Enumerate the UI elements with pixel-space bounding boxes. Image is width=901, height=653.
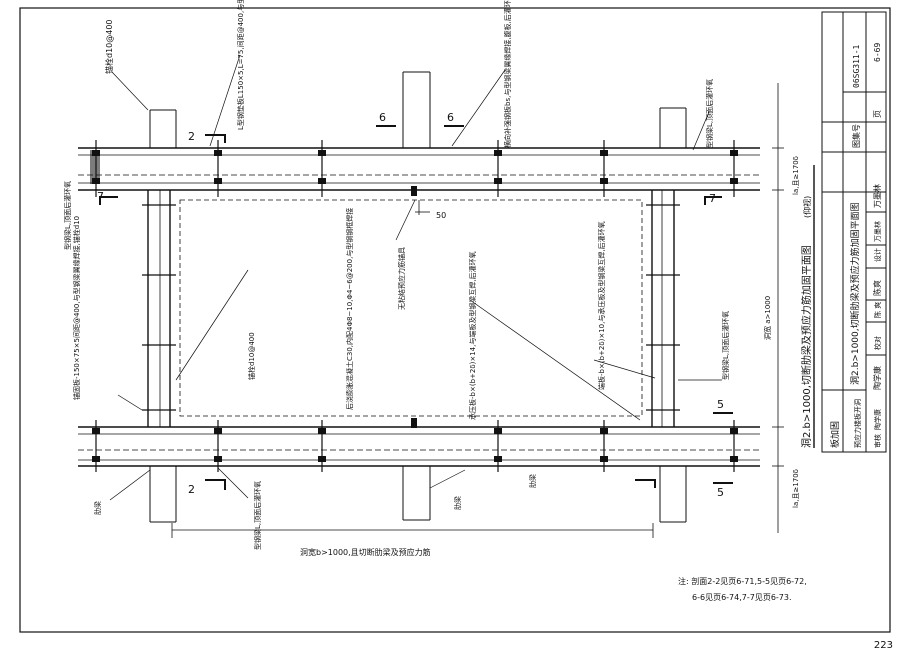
tb-drawing-title: 洞2.b>1000,切断肋梁及预应力筋加固平面图 xyxy=(849,202,861,385)
tb-page-no: 6-69 xyxy=(873,43,882,62)
label-beam-left-top: 型钢梁L,顶面后灌环氧 xyxy=(63,181,72,250)
section-7-left: 7 xyxy=(97,190,104,203)
note-line-1: 注: 剖面2-2见页6-71,5-5见页6-72, xyxy=(678,576,807,586)
section-6-right: 6 xyxy=(447,111,454,124)
tb-review-label: 审核 xyxy=(873,434,882,448)
label-rib-mid: 肋梁 xyxy=(528,474,537,488)
label-beam-right-top: 型钢梁L,顶面后灌环氧 xyxy=(705,79,714,148)
label-end-plate: 端板-b×(b+2δ)×10,与承压板及型钢梁互焊,后灌环氧 xyxy=(597,221,606,390)
dim-50: 50 xyxy=(436,211,446,220)
label-stiffener: 横向补强钢板bs,与型钢梁翼缘焊接,腹板,后灌环氧 xyxy=(503,0,512,148)
label-anchor-plate: 锚固板-150×75×5间距@400,与型钢梁翼缘焊接,锚栓d10 xyxy=(72,216,81,400)
plan-drawing xyxy=(78,54,784,538)
section-6-left: 6 xyxy=(379,111,386,124)
label-beam-right-mid: 型钢梁L,顶面后灌环氧 xyxy=(721,311,730,380)
label-la-bottom: la,且≥170δ xyxy=(792,469,800,508)
label-length-right: 洞宽 a>1000 xyxy=(763,296,772,340)
page-number: 223 xyxy=(873,640,893,651)
tb-reviewer: 陶学康 xyxy=(873,409,882,430)
label-anchor-mid: 锚栓d10@400 xyxy=(247,332,256,380)
tb-designer-sig: 万墨林 xyxy=(872,184,882,208)
section-5-top: 5 xyxy=(717,398,724,411)
note-line-2: 6-6见页6-74,7-7见页6-73. xyxy=(692,593,792,602)
label-rib-left: 肋梁 xyxy=(93,501,102,515)
section-2-top: 2 xyxy=(188,130,195,143)
plan-title: 洞2.b>1000,切断肋梁及预应力筋加固平面图 xyxy=(800,245,813,448)
label-bearing-plate: 承压板-b×(b+2δ)×14,与端板及型钢梁互焊,后灌环氧 xyxy=(468,251,477,420)
tb-subcategory: 预应力楼板开洞 xyxy=(853,399,862,448)
tb-page-label: 页 xyxy=(873,110,882,118)
label-beam-bottom-left: 型钢梁L,顶面后灌环氧 xyxy=(253,481,262,550)
tb-designer: 万墨林 xyxy=(873,221,882,242)
section-5-bottom: 5 xyxy=(717,486,724,499)
tb-checker-sig: 陈爽 xyxy=(872,280,882,296)
plan-title-suffix: (仰视) xyxy=(802,196,812,218)
label-angle-plate: L型钢垫板L150×5,L=75,间距@400,与型钢梁翼缘焊接,锚栓d10 xyxy=(236,0,245,130)
tb-reviewer-sig: 陶学康 xyxy=(872,366,882,390)
label-width: 洞宽b>1000,且切断肋梁及预应力筋 xyxy=(300,547,431,557)
label-prestress-end: 无粘结预应力筋锚具 xyxy=(397,247,406,310)
title-block xyxy=(821,11,887,453)
tb-atlas-label: 图集号 xyxy=(851,124,861,148)
tb-category: 板加固 xyxy=(829,421,841,448)
tb-atlas-no: 06SG311-1 xyxy=(852,44,861,88)
label-la-top: la,且≥170δ xyxy=(792,156,800,195)
section-7-right: 7 xyxy=(709,192,716,205)
label-concrete: 后浇膨胀混凝土C30,内配4Φ8~10,Φ4~6@200,与型钢钢框焊接 xyxy=(345,208,354,410)
label-rib-bottom: 肋梁 xyxy=(453,496,462,510)
label-anchor-top: 锚栓d10@400 xyxy=(104,19,114,74)
tb-check-label: 校对 xyxy=(873,336,882,350)
section-2-bottom: 2 xyxy=(188,483,195,496)
tb-checker: 陈 爽 xyxy=(873,302,882,318)
sheet-frame xyxy=(19,7,891,633)
tb-design-label: 设计 xyxy=(873,248,882,262)
